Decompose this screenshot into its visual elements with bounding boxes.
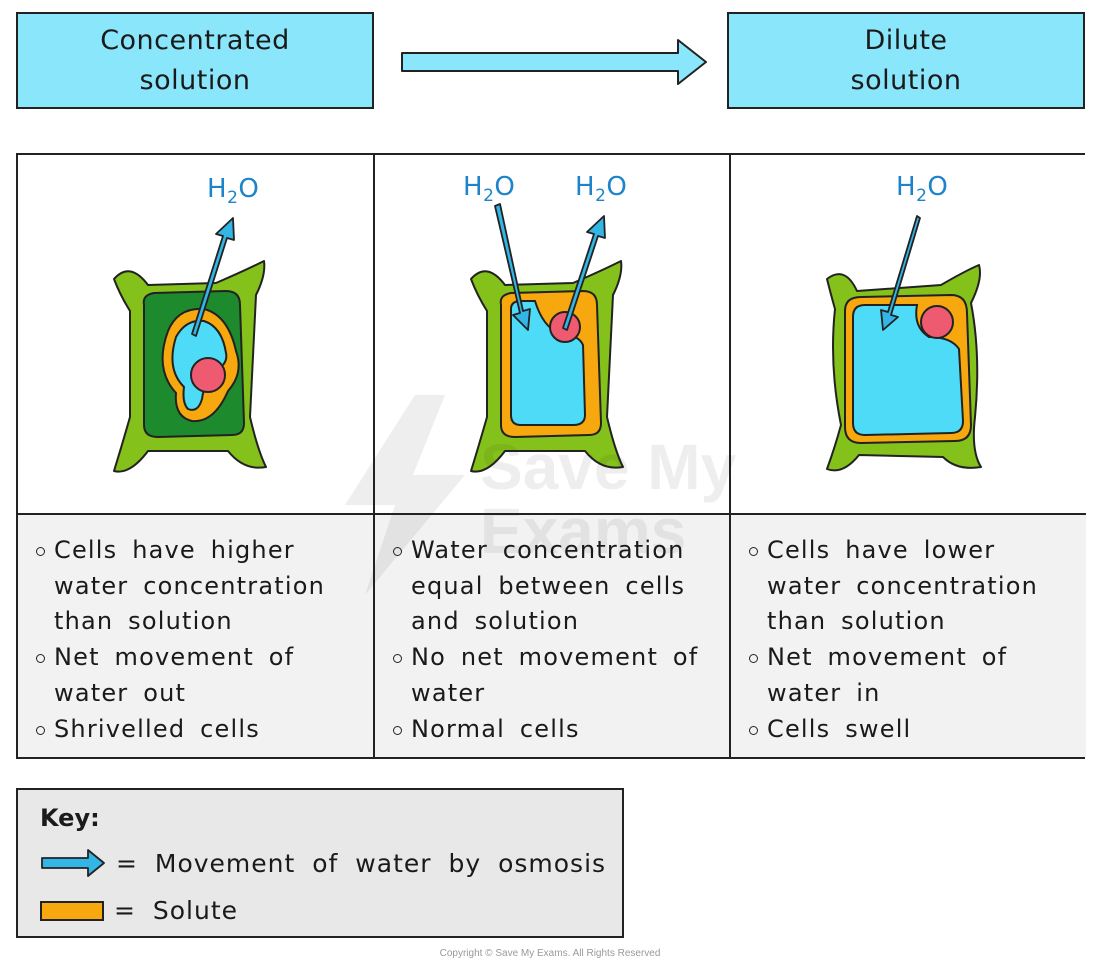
water-out-arrow-icon xyxy=(191,217,235,337)
normal-cell-column: Water concentration equal between cells … xyxy=(373,155,730,757)
bullet-item: Net movement of water out xyxy=(36,640,359,711)
water-label: H2O xyxy=(463,172,516,206)
osmosis-arrow-icon xyxy=(41,849,105,877)
swollen-plant-cell-icon xyxy=(826,264,982,472)
solute-swatch xyxy=(40,900,104,921)
normal-cell-illustration xyxy=(375,155,730,513)
bullet-item: Net movement of water in xyxy=(749,640,1072,711)
water-in-arrow-icon xyxy=(880,215,921,331)
swollen-cell-description: Cells have lower water concentration tha… xyxy=(731,513,1086,757)
bullet-item: Normal cells xyxy=(393,712,716,748)
key-solute-row: = Solute xyxy=(40,896,238,925)
key-solute-label: = Solute xyxy=(114,896,239,925)
bullet-item: Water concentration equal between cells … xyxy=(393,533,716,640)
dilute-solution-label: Dilute solution xyxy=(850,24,962,96)
key-legend: Key: = Movement of water by osmosis = So… xyxy=(16,788,624,938)
swollen-cell-column: Cells have lower water concentration tha… xyxy=(729,155,1086,757)
bullet-item: Cells swell xyxy=(749,712,1072,748)
bullet-item: No net movement of water xyxy=(393,640,716,711)
bullet-item: Shrivelled cells xyxy=(36,712,359,748)
key-arrow-label: = Movement of water by osmosis xyxy=(116,848,607,878)
normal-plant-cell-icon xyxy=(470,260,624,473)
concentrated-solution-box: Concentrated solution xyxy=(16,12,374,109)
dilute-solution-box: Dilute solution xyxy=(727,12,1085,109)
key-arrow-row: = Movement of water by osmosis xyxy=(40,848,606,878)
swollen-cell-illustration xyxy=(731,155,1086,513)
copyright-notice: Copyright © Save My Exams. All Rights Re… xyxy=(439,948,661,959)
concentrated-solution-label: Concentrated solution xyxy=(100,24,290,96)
key-title: Key: xyxy=(40,804,100,832)
shrivelled-plant-cell-icon xyxy=(113,260,267,473)
water-in-arrow-icon xyxy=(494,203,531,331)
right-arrow-icon xyxy=(401,39,707,85)
water-label: H2O xyxy=(575,172,628,206)
normal-cell-description: Water concentration equal between cells … xyxy=(375,513,730,757)
bullet-item: Cells have lower water concentration tha… xyxy=(749,533,1072,640)
water-out-arrow-icon xyxy=(562,215,606,331)
water-label: H2O xyxy=(207,174,260,208)
water-label: H2O xyxy=(896,172,949,206)
osmosis-comparison-table: Cells have higher water concentration th… xyxy=(16,153,1086,759)
shrivelled-cell-description: Cells have higher water concentration th… xyxy=(18,513,373,757)
bullet-item: Cells have higher water concentration th… xyxy=(36,533,359,640)
